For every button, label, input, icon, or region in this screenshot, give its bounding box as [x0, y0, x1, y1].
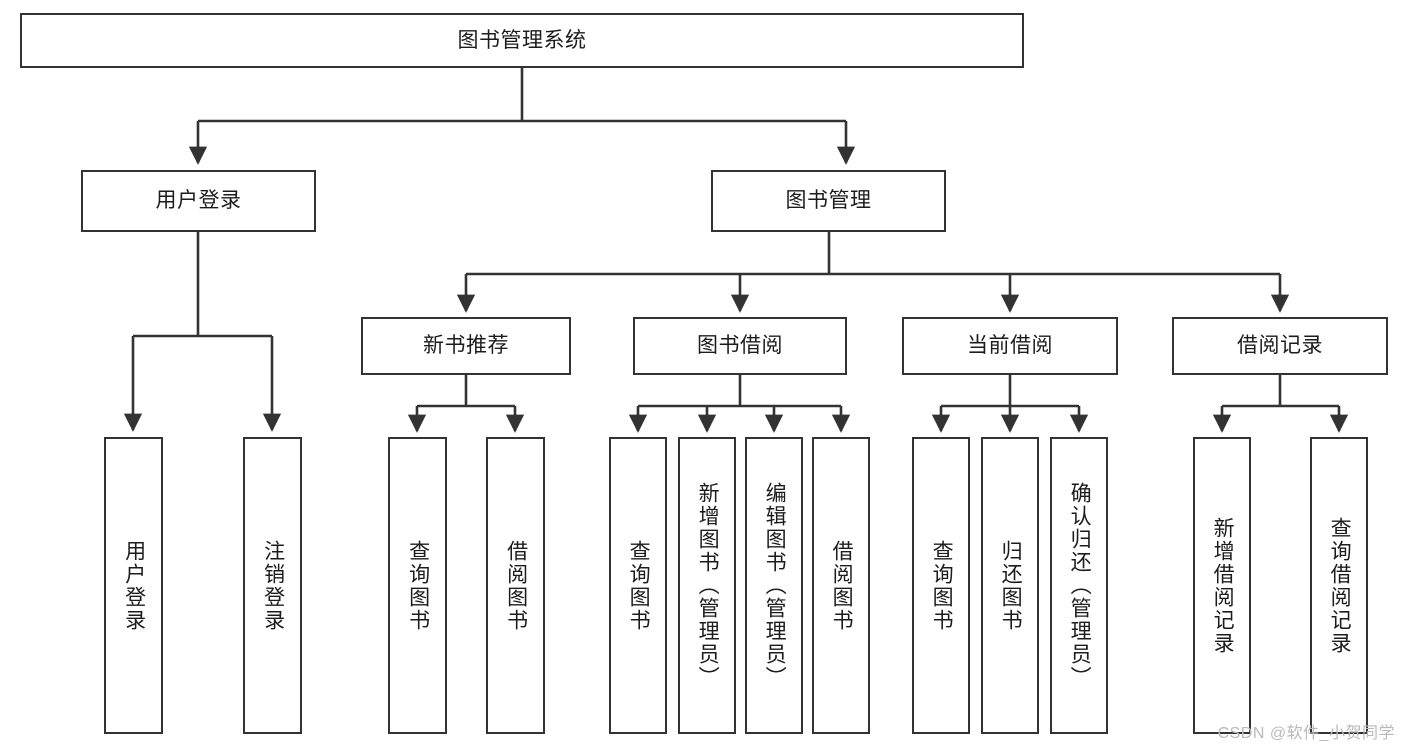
leaf-label: 查询借阅记录	[1328, 516, 1352, 655]
leaf-book-borrow-query[interactable]: 查询图书	[609, 437, 667, 734]
leaf-label: 借阅图书	[830, 539, 854, 632]
node-user-login-label: 用户登录	[155, 189, 242, 213]
node-current-borrow-label: 当前借阅	[967, 334, 1053, 358]
leaf-book-borrow-edit[interactable]: 编辑图书（管理员）	[745, 437, 803, 734]
watermark: CSDN @软件_小贺同学	[1217, 725, 1395, 742]
node-book-borrow[interactable]: 图书借阅	[633, 317, 847, 375]
node-new-book-recommend[interactable]: 新书推荐	[361, 317, 571, 375]
node-book-manage[interactable]: 图书管理	[711, 170, 946, 232]
leaf-label: 查询图书	[930, 539, 954, 632]
leaf-new-book-query[interactable]: 查询图书	[388, 437, 447, 734]
leaf-new-book-borrow[interactable]: 借阅图书	[486, 437, 545, 734]
leaf-borrow-record-add[interactable]: 新增借阅记录	[1193, 437, 1251, 734]
node-borrow-record[interactable]: 借阅记录	[1172, 317, 1388, 375]
node-root[interactable]: 图书管理系统	[20, 13, 1024, 68]
leaf-current-borrow-return[interactable]: 归还图书	[981, 437, 1039, 734]
leaf-label: 编辑图书（管理员）	[763, 482, 787, 689]
leaf-book-borrow-borrow[interactable]: 借阅图书	[812, 437, 870, 734]
node-user-login[interactable]: 用户登录	[81, 170, 316, 232]
leaf-current-borrow-confirm-return[interactable]: 确认归还（管理员）	[1050, 437, 1108, 734]
node-borrow-record-label: 借阅记录	[1237, 334, 1323, 358]
leaf-user-login-login[interactable]: 用户登录	[104, 437, 163, 734]
leaf-label: 归还图书	[999, 539, 1023, 632]
leaf-label: 确认归还（管理员）	[1068, 482, 1092, 689]
leaf-label: 借阅图书	[504, 539, 528, 632]
leaf-label: 查询图书	[406, 539, 430, 632]
node-book-borrow-label: 图书借阅	[697, 334, 783, 358]
leaf-label: 用户登录	[122, 539, 146, 632]
leaf-user-login-logout[interactable]: 注销登录	[243, 437, 302, 734]
node-new-book-recommend-label: 新书推荐	[423, 334, 509, 358]
leaf-current-borrow-query[interactable]: 查询图书	[912, 437, 970, 734]
leaf-book-borrow-add[interactable]: 新增图书（管理员）	[678, 437, 736, 734]
leaf-borrow-record-query[interactable]: 查询借阅记录	[1310, 437, 1368, 734]
node-current-borrow[interactable]: 当前借阅	[902, 317, 1118, 375]
leaf-label: 新增图书（管理员）	[696, 482, 720, 689]
leaf-label: 注销登录	[261, 539, 285, 632]
node-book-manage-label: 图书管理	[785, 189, 872, 213]
node-root-label: 图书管理系统	[457, 28, 587, 52]
leaf-label: 新增借阅记录	[1211, 516, 1235, 655]
leaf-label: 查询图书	[627, 539, 651, 632]
